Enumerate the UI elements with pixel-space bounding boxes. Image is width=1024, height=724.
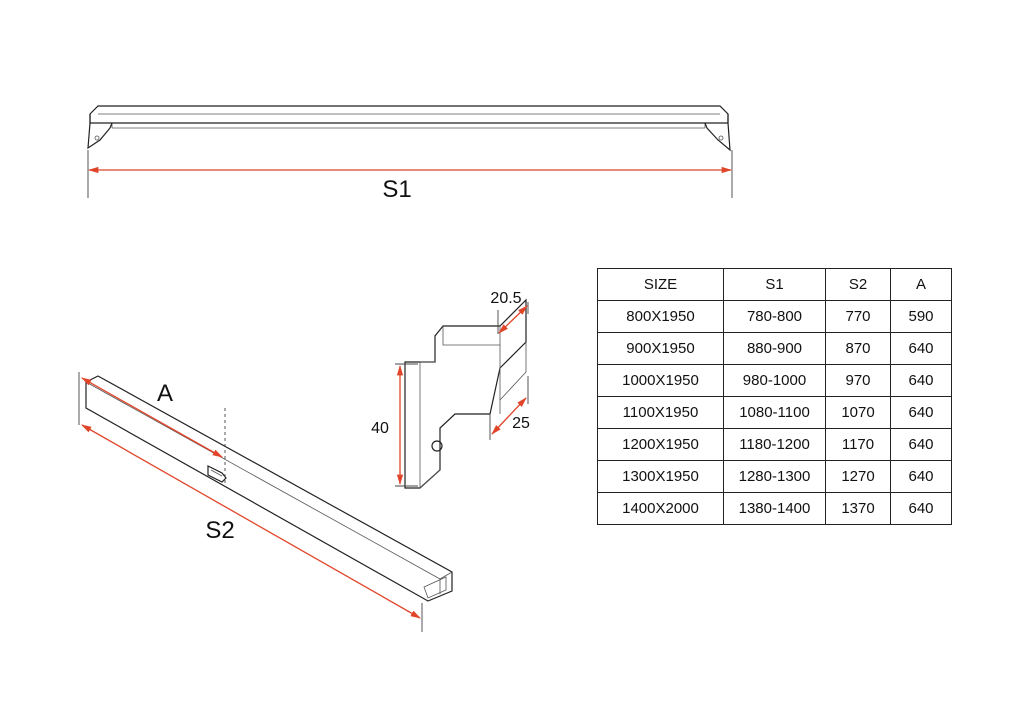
cell-s1: 880-900 — [723, 332, 826, 365]
dimension-bracket-depth — [489, 376, 529, 440]
dimension-bracket-height — [395, 363, 418, 487]
dimension-bracket-width — [497, 302, 529, 334]
cell-a: 640 — [890, 492, 952, 525]
a-label: A — [157, 380, 173, 407]
support-bar-top-view — [87, 105, 731, 152]
cell-size: 1400X2000 — [597, 492, 724, 525]
bracket-depth-label: 25 — [512, 415, 530, 432]
header-size: SIZE — [597, 268, 724, 301]
cell-s1: 1180-1200 — [723, 428, 826, 461]
table-header-row: SIZE S1 S2 A — [597, 268, 952, 301]
cell-s2: 870 — [825, 332, 891, 365]
cell-a: 640 — [890, 428, 952, 461]
dimension-s1 — [87, 150, 733, 198]
s1-label: S1 — [382, 176, 411, 203]
cell-s2: 1370 — [825, 492, 891, 525]
cell-s1: 1380-1400 — [723, 492, 826, 525]
header-s1: S1 — [723, 268, 826, 301]
cell-s2: 1170 — [825, 428, 891, 461]
cell-s2: 770 — [825, 300, 891, 333]
table-row: 1200X1950 1180-1200 1170 640 — [597, 428, 952, 461]
wall-bracket — [404, 298, 527, 489]
bracket-width-label: 20.5 — [490, 290, 521, 307]
cell-size: 1300X1950 — [597, 460, 724, 493]
cell-s2: 1070 — [825, 396, 891, 429]
table-row: 1000X1950 980-1000 970 640 — [597, 364, 952, 397]
cell-size: 1100X1950 — [597, 396, 724, 429]
cell-s1: 1080-1100 — [723, 396, 826, 429]
table-row: 800X1950 780-800 770 590 — [597, 300, 952, 333]
dimension-a — [78, 372, 226, 485]
cell-size: 900X1950 — [597, 332, 724, 365]
table-row: 1300X1950 1280-1300 1270 640 — [597, 460, 952, 493]
bracket-height-label: 40 — [371, 420, 389, 437]
table-row: 900X1950 880-900 870 640 — [597, 332, 952, 365]
cell-a: 640 — [890, 396, 952, 429]
support-tube-angled — [85, 375, 453, 602]
cell-size: 800X1950 — [597, 300, 724, 333]
cell-a: 590 — [890, 300, 952, 333]
s2-label: S2 — [205, 517, 234, 544]
cell-s2: 970 — [825, 364, 891, 397]
cell-size: 1000X1950 — [597, 364, 724, 397]
cell-s1: 1280-1300 — [723, 460, 826, 493]
header-s2: S2 — [825, 268, 891, 301]
cell-a: 640 — [890, 364, 952, 397]
table-row: 1400X2000 1380-1400 1370 640 — [597, 492, 952, 525]
cell-s2: 1270 — [825, 460, 891, 493]
size-table: SIZE S1 S2 A 800X1950 780-800 770 590 90… — [597, 268, 952, 525]
cell-size: 1200X1950 — [597, 428, 724, 461]
dimension-s2 — [81, 424, 423, 632]
cell-s1: 780-800 — [723, 300, 826, 333]
cell-a: 640 — [890, 460, 952, 493]
cell-s1: 980-1000 — [723, 364, 826, 397]
cell-a: 640 — [890, 332, 952, 365]
table-row: 1100X1950 1080-1100 1070 640 — [597, 396, 952, 429]
header-a: A — [890, 268, 952, 301]
